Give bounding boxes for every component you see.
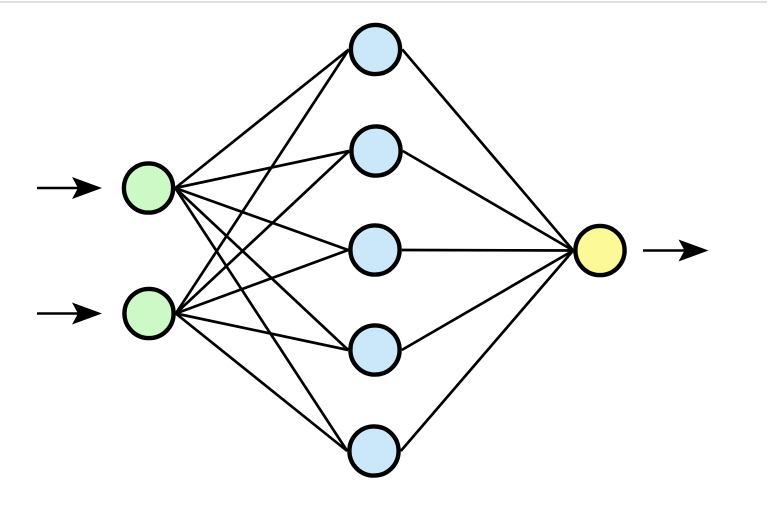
input-arrow-2-arrowhead-icon	[72, 302, 102, 325]
input-arrow-1-arrowhead-icon	[72, 177, 102, 199]
input-1-node	[121, 161, 176, 215]
edge-hidden-2-output-1	[402, 149, 574, 252]
edge-hidden-5-output-1	[399, 249, 575, 452]
output-arrow-arrowhead-icon	[678, 239, 709, 262]
edge-input-2-hidden-1	[174, 48, 350, 315]
edge-input-1-hidden-3	[174, 186, 349, 252]
edge-input-1-hidden-5	[174, 187, 349, 452]
edge-input-2-hidden-5	[174, 312, 349, 453]
edge-input-2-hidden-3	[175, 248, 349, 315]
hidden-4-node	[348, 323, 402, 377]
hidden-1-node	[348, 22, 403, 77]
edge-input-1-hidden-2	[175, 149, 350, 190]
hidden-2-node	[349, 124, 403, 178]
input-2-node	[122, 286, 176, 341]
edge-input-2-hidden-4	[175, 312, 349, 352]
edge-input-1-hidden-4	[174, 187, 350, 351]
edge-input-2-hidden-2	[174, 150, 351, 315]
output-1-node	[573, 223, 627, 278]
edge-hidden-1-output-1	[401, 48, 575, 252]
hidden-5-node	[347, 424, 401, 478]
hidden-3-node	[348, 223, 402, 277]
edge-hidden-4-output-1	[401, 249, 574, 352]
edge-input-1-hidden-1	[174, 48, 350, 190]
edge-hidden-3-output-1	[401, 248, 574, 252]
